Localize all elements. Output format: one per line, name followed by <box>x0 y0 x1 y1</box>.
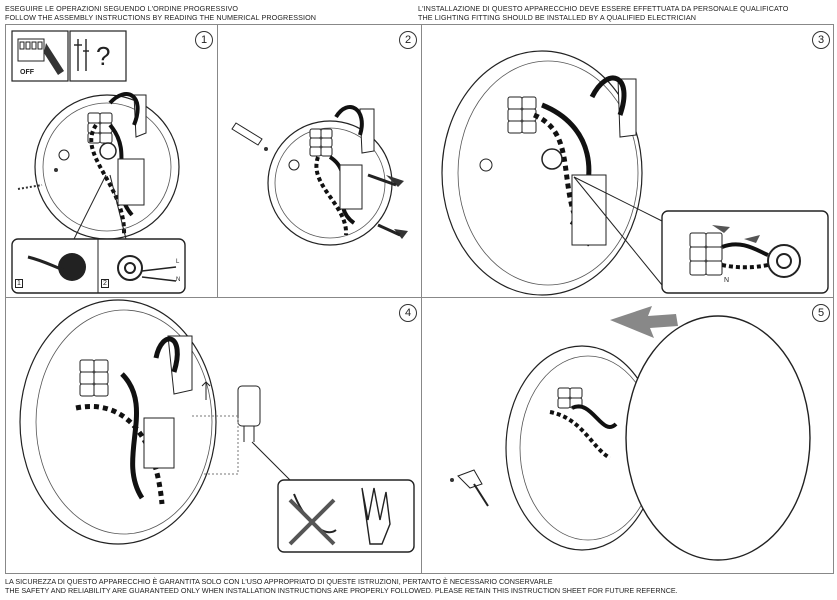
footer-line2: THE SAFETY AND RELIABILITY ARE GUARANTEE… <box>5 586 678 595</box>
header-left-line2: FOLLOW THE ASSEMBLY INSTRUCTIONS BY READ… <box>5 13 317 22</box>
header-left-line1: ESEGUIRE LE OPERAZIONI SEGUENDO L'ORDINE… <box>5 4 239 13</box>
footer: LA SICUREZZA DI QUESTO APPARECCHIO È GAR… <box>5 577 678 595</box>
header-right: L'INSTALLAZIONE DI QUESTO APPARECCHIO DE… <box>418 4 788 22</box>
step-2-illustration <box>231 105 408 246</box>
footer-line1: LA SICUREZZA DI QUESTO APPARECCHIO È GAR… <box>5 577 553 586</box>
step-number-4: 4 <box>399 304 417 322</box>
step-5-panel: 5 <box>421 297 834 574</box>
step-2-panel: 2 <box>217 24 422 298</box>
step-3-panel: N 3 <box>421 24 834 298</box>
step-3-illustration <box>441 50 829 296</box>
step-5-illustration <box>450 306 811 561</box>
step-4-panel: 4 <box>5 297 422 574</box>
header-right-line2: THE LIGHTING FITTING SHOULD BE INSTALLED… <box>418 13 697 22</box>
off-label: OFF <box>20 69 34 76</box>
inset-number-1: 1 <box>15 279 23 288</box>
step-4-illustration <box>19 299 415 553</box>
header-right-line1: L'INSTALLAZIONE DI QUESTO APPARECCHIO DE… <box>418 4 789 13</box>
wire-label-N: N <box>176 277 181 283</box>
terminal-N-label: N <box>724 277 730 284</box>
step-number-3: 3 <box>812 31 830 49</box>
header-left: ESEGUIRE LE OPERAZIONI SEGUENDO L'ORDINE… <box>5 4 316 22</box>
step-number-5: 5 <box>812 304 830 322</box>
wire-label-L: L <box>176 259 180 265</box>
step-1-illustration <box>11 30 186 294</box>
step-1-panel: OFF ? 1 2 L N 1 <box>5 24 218 298</box>
question-mark: ? <box>96 41 111 71</box>
step-number-2: 2 <box>399 31 417 49</box>
step-number-1: 1 <box>195 31 213 49</box>
inset-number-2: 2 <box>101 279 109 288</box>
